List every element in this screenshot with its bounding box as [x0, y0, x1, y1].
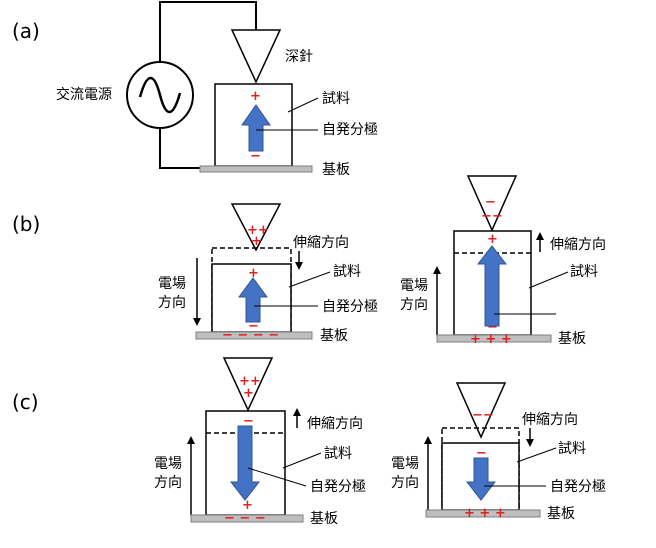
leader-line — [247, 467, 307, 487]
charge-plus-probe: ++ — [239, 374, 261, 389]
sample-label-b-right: 試料 — [570, 264, 598, 280]
strain-label-b-right: 伸縮方向 — [550, 237, 606, 253]
substrate-label-c-right: 基板 — [547, 505, 575, 522]
substrate-b-left — [195, 331, 313, 340]
ac-source-label: 交流電源 — [56, 86, 112, 103]
leader-line — [516, 447, 557, 463]
substrate-label-b-right: 基板 — [558, 330, 586, 347]
substrate-b-right — [436, 334, 552, 343]
charge-minus-bottom: − — [248, 319, 259, 334]
sample-label-b-left: 試料 — [333, 264, 361, 280]
charge-plus-probe: ++ — [247, 223, 269, 238]
charge-minus-bottom: − — [487, 320, 498, 335]
circuit-wires — [159, 1, 257, 169]
substrate-label-b-left: 基板 — [320, 327, 348, 344]
charge-minus-top: − — [243, 414, 254, 429]
charge-plus-top: + — [248, 266, 259, 281]
field-label-line1: 電場 — [154, 456, 182, 472]
sample-label-c-right: 試料 — [558, 441, 586, 457]
field-label-line1: 電場 — [391, 456, 419, 472]
charge-minus-bottom-a: − — [250, 149, 261, 164]
field-label-line1: 電場 — [400, 278, 428, 294]
substrate-charges: + + + — [470, 332, 512, 347]
charge-minus-top: − — [476, 446, 487, 461]
field-label-line1: 電場 — [158, 276, 186, 292]
charge-plus-top: + — [487, 232, 498, 247]
panel-label-a: (a) — [12, 19, 40, 43]
substrate-c-right — [425, 509, 541, 518]
polarization-label-c-left: 自発分極 — [310, 479, 366, 495]
polarization-arrow-up — [476, 245, 508, 327]
charge-plus-bottom: + — [242, 498, 253, 513]
substrate-label-c-left: 基板 — [310, 510, 338, 527]
substrate-charges: + + + — [464, 506, 506, 521]
leader-line — [288, 271, 331, 288]
field-label-line2: 方向 — [154, 475, 182, 491]
substrate-a — [199, 165, 313, 173]
probe-icon — [230, 29, 282, 84]
leader-line — [287, 97, 319, 113]
charge-minus-probe: −− — [472, 408, 494, 423]
probe-label: 深針 — [285, 49, 313, 65]
probe-icon — [222, 357, 274, 412]
probe-icon — [466, 175, 518, 232]
polarization-arrow-down — [465, 457, 497, 501]
polarization-label-a: 自発分極 — [322, 122, 378, 138]
leader-line — [282, 452, 322, 469]
polarization-label-b: 自発分極 — [322, 299, 378, 315]
charge-plus-probe: + — [251, 234, 262, 249]
charge-plus-probe: + — [243, 386, 254, 401]
sample-label-c-left: 試料 — [324, 446, 352, 462]
field-label-line2: 方向 — [391, 475, 419, 491]
strain-label-c-left: 伸縮方向 — [307, 416, 363, 432]
strain-label-c-right: 伸縮方向 — [522, 412, 578, 428]
substrate-charges: − − − — [224, 511, 266, 526]
charge-minus-probe: −− — [481, 209, 503, 224]
polarization-arrow-down — [229, 425, 261, 501]
panel-label-b: (b) — [12, 212, 40, 236]
field-label-line2: 方向 — [400, 297, 428, 313]
charge-minus-probe: − — [485, 195, 496, 210]
probe-icon — [455, 382, 507, 439]
strain-label-b-left: 伸縮方向 — [293, 235, 349, 251]
sample-label-a: 試料 — [322, 91, 350, 107]
charge-plus-top-a: + — [250, 89, 261, 104]
polarization-label-c-right: 自発分極 — [550, 479, 606, 495]
ac-source-icon — [126, 61, 194, 129]
polarization-arrow-up-a — [241, 104, 271, 152]
leader-line — [528, 271, 569, 289]
panel-label-c: (c) — [12, 390, 39, 414]
substrate-label-a: 基板 — [322, 161, 350, 178]
probe-icon — [230, 203, 282, 252]
polarization-arrow-up — [238, 277, 268, 323]
field-label-line2: 方向 — [158, 295, 186, 311]
substrate-c-left — [190, 514, 304, 523]
substrate-charges: − − − − — [222, 328, 279, 343]
